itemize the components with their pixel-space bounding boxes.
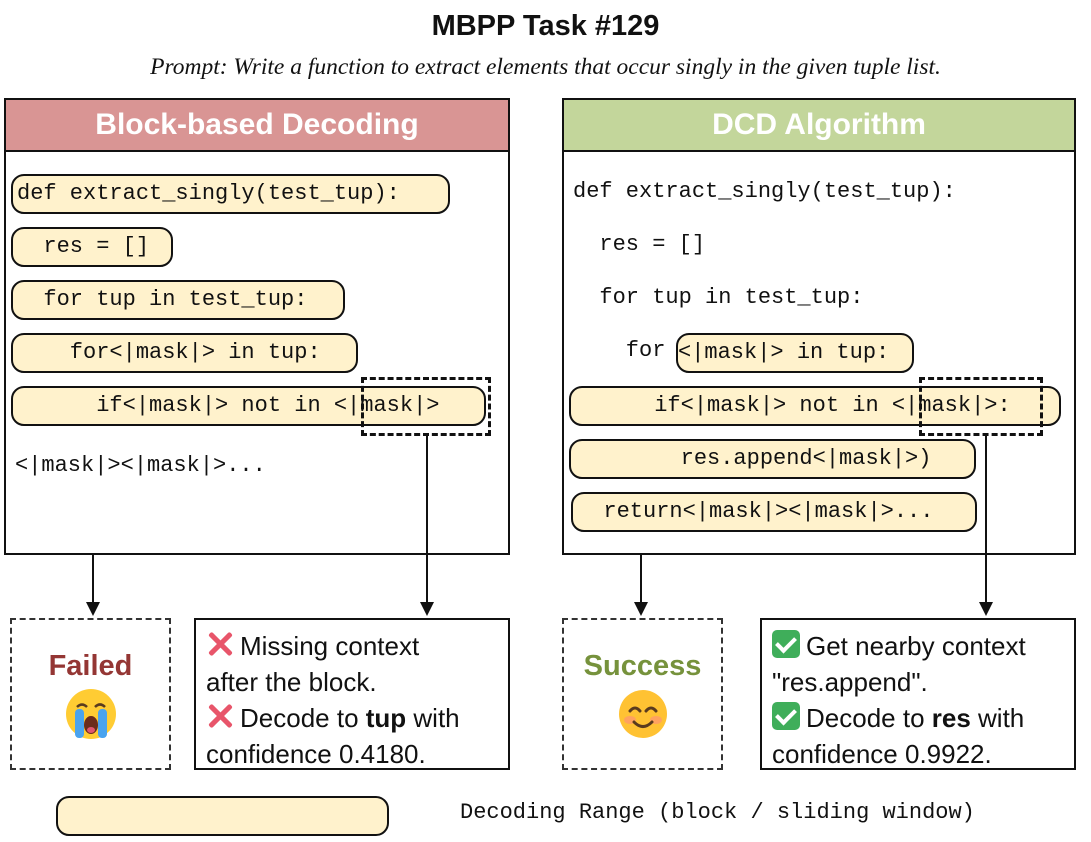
- right-note-line-3: Decode to res with: [772, 700, 1074, 736]
- legend-label: Decoding Range (block / sliding window): [460, 800, 975, 825]
- right-code-line-3: for tup in test_tup:: [573, 285, 864, 310]
- arrow-to-failed: [92, 555, 94, 605]
- right-note-line-1: Get nearby context: [772, 628, 1074, 664]
- left-code-line-2: res = []: [11, 227, 173, 267]
- cross-mark-icon: [206, 630, 234, 658]
- right-code-line-4-window: <|mask|> in tup:: [676, 333, 914, 373]
- left-note-line-1: Missing context: [206, 628, 508, 664]
- left-code-line-3: for tup in test_tup:: [11, 280, 345, 320]
- right-note-line-2: "res.append".: [772, 667, 928, 697]
- right-code-line-2: res = []: [573, 232, 706, 257]
- failed-box: Failed: [10, 618, 171, 770]
- smiling-face-icon: [618, 689, 668, 739]
- dcd-panel: DCD Algorithm: [562, 98, 1076, 555]
- arrow-to-left-note-head: [420, 602, 434, 616]
- left-note-box: Missing context after the block. Decode …: [194, 618, 510, 770]
- arrow-to-success-head: [634, 602, 648, 616]
- right-mask-highlight: [919, 377, 1043, 436]
- left-note-line-2: after the block.: [206, 667, 377, 697]
- right-code-line-7: return<|mask|><|mask|>...: [571, 492, 977, 532]
- right-code-line-6: res.append<|mask|>): [569, 439, 976, 479]
- left-note-line-3: Decode to tup with: [206, 700, 508, 736]
- arrow-to-right-note: [985, 436, 987, 605]
- arrow-to-right-note-head: [979, 602, 993, 616]
- check-mark-icon: [772, 702, 800, 730]
- left-decoded-token: tup: [365, 703, 407, 733]
- right-code-line-4-prefix: for: [573, 338, 666, 363]
- success-box: Success: [562, 618, 723, 770]
- left-code-line-5: if<|mask|> not in <|mask|>: [11, 386, 486, 426]
- left-code-line-1: def extract_singly(test_tup):: [11, 174, 450, 214]
- arrow-to-left-note: [426, 436, 428, 605]
- right-code-line-5: if<|mask|> not in <|mask|>:: [569, 386, 1061, 426]
- prompt-text: Prompt: Write a function to extract elem…: [150, 54, 941, 80]
- right-note-line-4: confidence 0.9922.: [772, 739, 992, 769]
- right-decoded-token: res: [931, 703, 971, 733]
- crying-face-icon: [65, 689, 116, 739]
- legend-swatch: [56, 796, 389, 836]
- left-code-line-4: for<|mask|> in tup:: [11, 333, 358, 373]
- left-mask-highlight: [361, 377, 491, 436]
- right-code-line-1: def extract_singly(test_tup):: [573, 179, 956, 204]
- block-based-header: Block-based Decoding: [6, 100, 508, 152]
- check-mark-icon: [772, 630, 800, 658]
- dcd-header: DCD Algorithm: [564, 100, 1074, 152]
- failed-label: Failed: [48, 650, 133, 682]
- left-note-line-4: confidence 0.4180.: [206, 739, 426, 769]
- arrow-to-success: [640, 555, 642, 605]
- left-code-line-6: <|mask|><|mask|>...: [15, 453, 266, 478]
- arrow-to-failed-head: [86, 602, 100, 616]
- cross-mark-icon: [206, 702, 234, 730]
- figure-title: MBPP Task #129: [431, 10, 660, 42]
- right-note-box: Get nearby context "res.append". Decode …: [760, 618, 1076, 770]
- success-label: Success: [583, 650, 702, 682]
